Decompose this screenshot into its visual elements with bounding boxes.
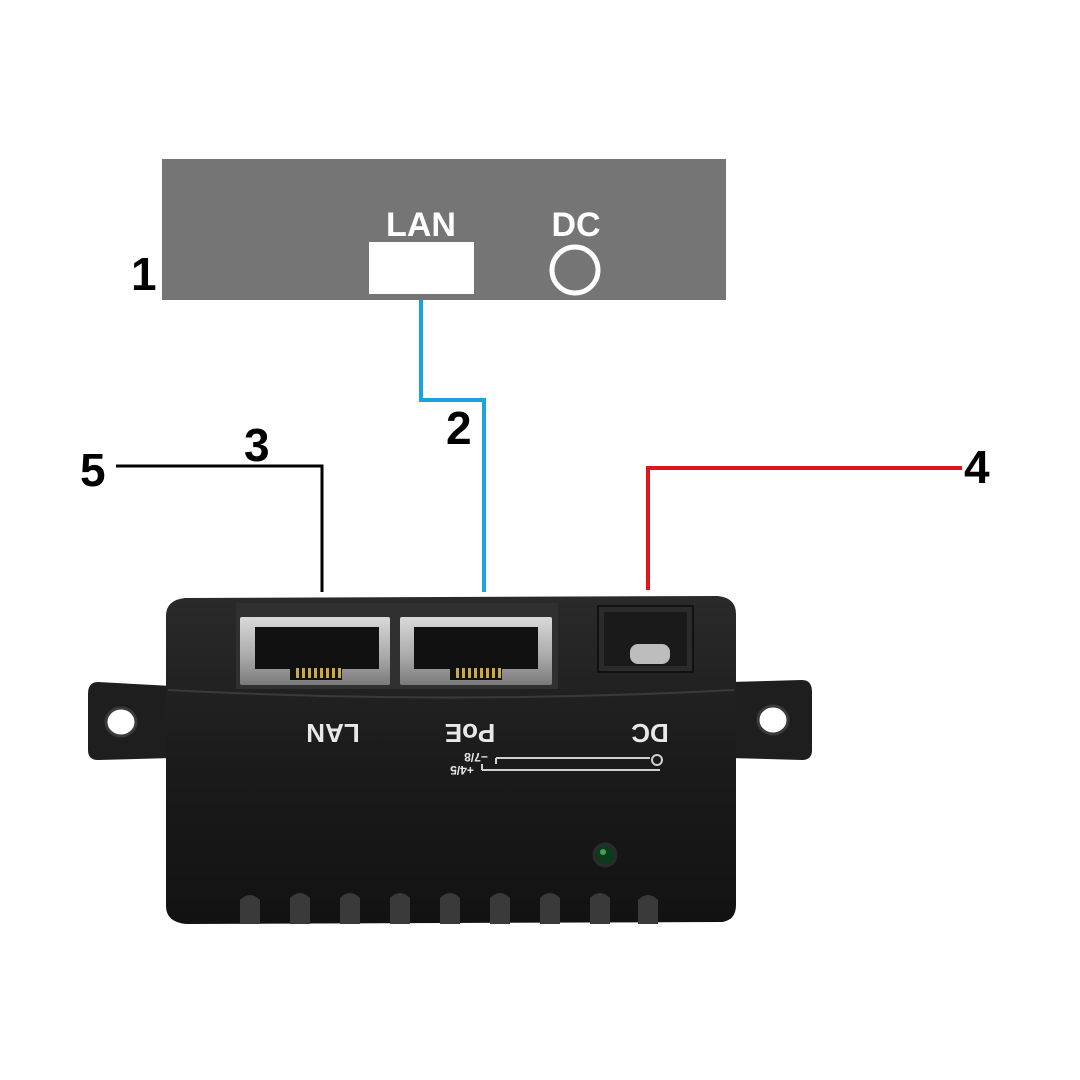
rj45-lan-port bbox=[240, 617, 390, 685]
device-lan-port bbox=[369, 242, 474, 294]
power-cable bbox=[646, 466, 962, 590]
mount-hole-left bbox=[104, 706, 138, 738]
status-led bbox=[592, 842, 618, 868]
injector-bevel bbox=[167, 689, 735, 699]
polarity-diagram bbox=[481, 757, 660, 771]
injector-lan-label: LAN bbox=[306, 718, 359, 748]
device-panel: LAN DC bbox=[162, 159, 726, 300]
mount-ear-left bbox=[88, 682, 172, 760]
mount-hole-right bbox=[756, 704, 790, 736]
pin-pos-label: +4/5 bbox=[450, 763, 474, 777]
lan-cable bbox=[419, 300, 486, 592]
callout-3: 3 bbox=[244, 419, 270, 471]
polarity-dc-symbol bbox=[651, 754, 663, 766]
uplink-cable bbox=[116, 464, 324, 592]
vent-slots bbox=[240, 893, 658, 924]
injector-poe-label: PoE bbox=[445, 718, 496, 748]
pin-neg-label: −7/8 bbox=[464, 750, 488, 764]
rj45-poe-port bbox=[400, 617, 552, 685]
callout-5: 5 bbox=[80, 444, 106, 496]
device-lan-label: LAN bbox=[386, 206, 456, 244]
poe-injector: LAN PoE DC −7/8 +4/5 bbox=[88, 596, 812, 924]
injector-dc-label: DC bbox=[631, 718, 669, 748]
device-dc-label: DC bbox=[551, 206, 600, 244]
callout-4: 4 bbox=[964, 441, 990, 493]
mount-ear-right bbox=[730, 680, 812, 760]
device-dc-jack bbox=[549, 244, 601, 296]
callout-2: 2 bbox=[446, 402, 472, 454]
callout-1: 1 bbox=[131, 248, 157, 300]
dc-jack bbox=[597, 605, 694, 673]
